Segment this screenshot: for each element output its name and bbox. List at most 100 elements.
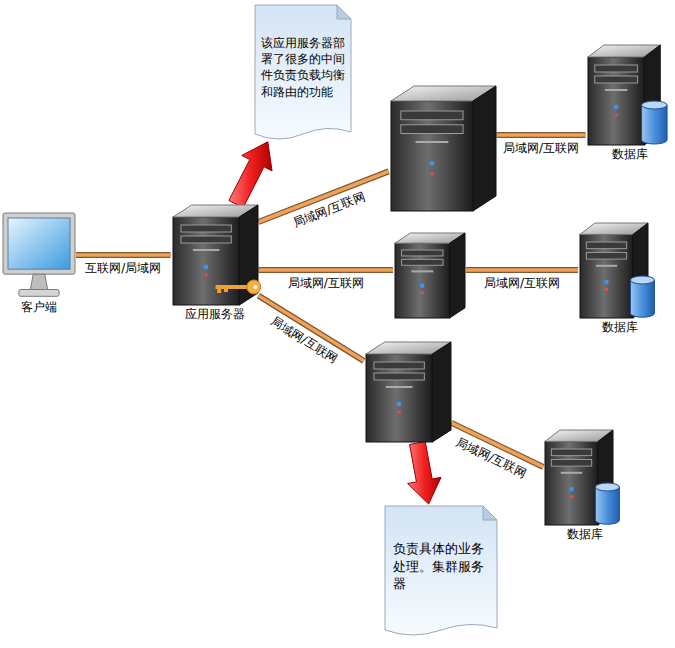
- drawing-part: [551, 449, 591, 456]
- db-illustration: [545, 430, 619, 525]
- drawing-part: [255, 5, 351, 139]
- link-shadow: [497, 132, 586, 138]
- icon: [173, 205, 258, 305]
- link-line: [466, 268, 578, 272]
- drawing-part: [421, 290, 424, 293]
- node-label: 数据库: [588, 147, 673, 163]
- red-arrow: [229, 142, 272, 208]
- drawing-part: [630, 276, 654, 284]
- drawing-part: [396, 402, 400, 406]
- drawing-part: [400, 111, 462, 120]
- drawing-part: [246, 280, 260, 294]
- icon: [395, 233, 465, 318]
- drawing-part: [588, 57, 644, 145]
- drawing-part: [366, 354, 432, 442]
- link-label: 局域网/互联网: [286, 276, 366, 290]
- link-label: 局域网/互联网: [452, 434, 530, 482]
- link-label: 互联网/局域网: [83, 261, 163, 275]
- drawing-part: [561, 471, 582, 473]
- callout-arrow: [229, 142, 272, 208]
- drawing-part: [8, 218, 70, 269]
- drawing-part: [217, 287, 221, 293]
- drawing-part: [180, 225, 230, 232]
- link-label: 局域网/互联网: [501, 141, 581, 155]
- drawing-part: [173, 217, 239, 305]
- drawing-part: [391, 101, 473, 211]
- link-line: [76, 253, 171, 257]
- drawing-part: [613, 105, 617, 109]
- paper-shape: [385, 506, 497, 635]
- drawing-part: [3, 213, 75, 274]
- drawing-part: [337, 5, 351, 19]
- drawing-part: [614, 113, 617, 116]
- drawing-part: [604, 279, 608, 283]
- drawing-part: [203, 265, 207, 269]
- drawing-part: [570, 494, 573, 497]
- link-line: [259, 268, 394, 272]
- drawing-part: [586, 252, 626, 259]
- drawing-part: [429, 161, 433, 165]
- drawing-part: [224, 287, 228, 292]
- drawing-part: [402, 250, 443, 256]
- server-illustration: [395, 233, 465, 318]
- drawing-part: [395, 243, 450, 318]
- network-link: [466, 270, 578, 271]
- drawing-part: [385, 386, 412, 388]
- application-server: 应用服务器: [173, 205, 258, 323]
- cluster-server: [395, 233, 465, 318]
- network-link: [497, 135, 586, 136]
- link-shadow: [466, 267, 578, 273]
- drawing-part: [551, 459, 591, 466]
- drawing-part: [595, 483, 619, 491]
- link-label: 局域网/互联网: [266, 313, 342, 367]
- link-label: 局域网/互联网: [482, 276, 562, 290]
- drawing-part: [586, 242, 626, 249]
- node-label: 客户端: [3, 300, 75, 316]
- drawing-part: [580, 234, 633, 318]
- drawing-part: [30, 274, 47, 289]
- db-illustration: [580, 223, 654, 318]
- note-text: 负责具体的业务处理。集群服务器: [393, 540, 489, 593]
- cluster-server: [391, 86, 496, 211]
- drawing-part: [373, 362, 423, 369]
- drawing-part: [192, 249, 219, 251]
- database-server: 数据库: [588, 45, 673, 163]
- network-link: [259, 270, 394, 271]
- cluster-server: [366, 342, 451, 442]
- icon: [588, 45, 673, 145]
- icon: [366, 342, 451, 442]
- icon: [545, 430, 625, 525]
- drawing-part: [373, 373, 423, 380]
- drawing-part: [415, 141, 448, 143]
- drawing-part: [450, 233, 465, 318]
- node-label: 数据库: [545, 527, 625, 543]
- callout-arrow: [408, 442, 441, 505]
- drawing-part: [594, 76, 637, 83]
- link-line: [497, 133, 586, 137]
- drawing-part: [430, 171, 433, 174]
- node-label: 数据库: [580, 320, 660, 336]
- db-illustration: [588, 45, 667, 145]
- drawing-part: [569, 486, 573, 490]
- drawing-part: [19, 289, 59, 296]
- drawing-part: [604, 89, 627, 91]
- server-illustration: [391, 86, 496, 211]
- drawing-part: [411, 270, 433, 272]
- drawing-part: [420, 283, 424, 287]
- drawing-part: [641, 101, 667, 109]
- drawing-part: [545, 441, 598, 525]
- drawing-part: [204, 273, 207, 276]
- server-illustration: [366, 342, 451, 442]
- node-label: 应用服务器: [173, 307, 258, 323]
- database-server: 数据库: [545, 430, 625, 543]
- note-text: 该应用服务器部署了很多的中间件负责负载均衡和路由的功能: [261, 35, 347, 100]
- drawing-part: [594, 65, 637, 72]
- link-label: 局域网/互联网: [289, 189, 369, 231]
- note-callout: 负责具体的业务处理。集群服务器: [385, 506, 497, 636]
- link-shadow: [259, 267, 394, 273]
- drawing-part: [630, 280, 654, 317]
- drawing-part: [596, 264, 617, 266]
- drawing-part: [180, 236, 230, 243]
- drawing-part: [595, 487, 619, 524]
